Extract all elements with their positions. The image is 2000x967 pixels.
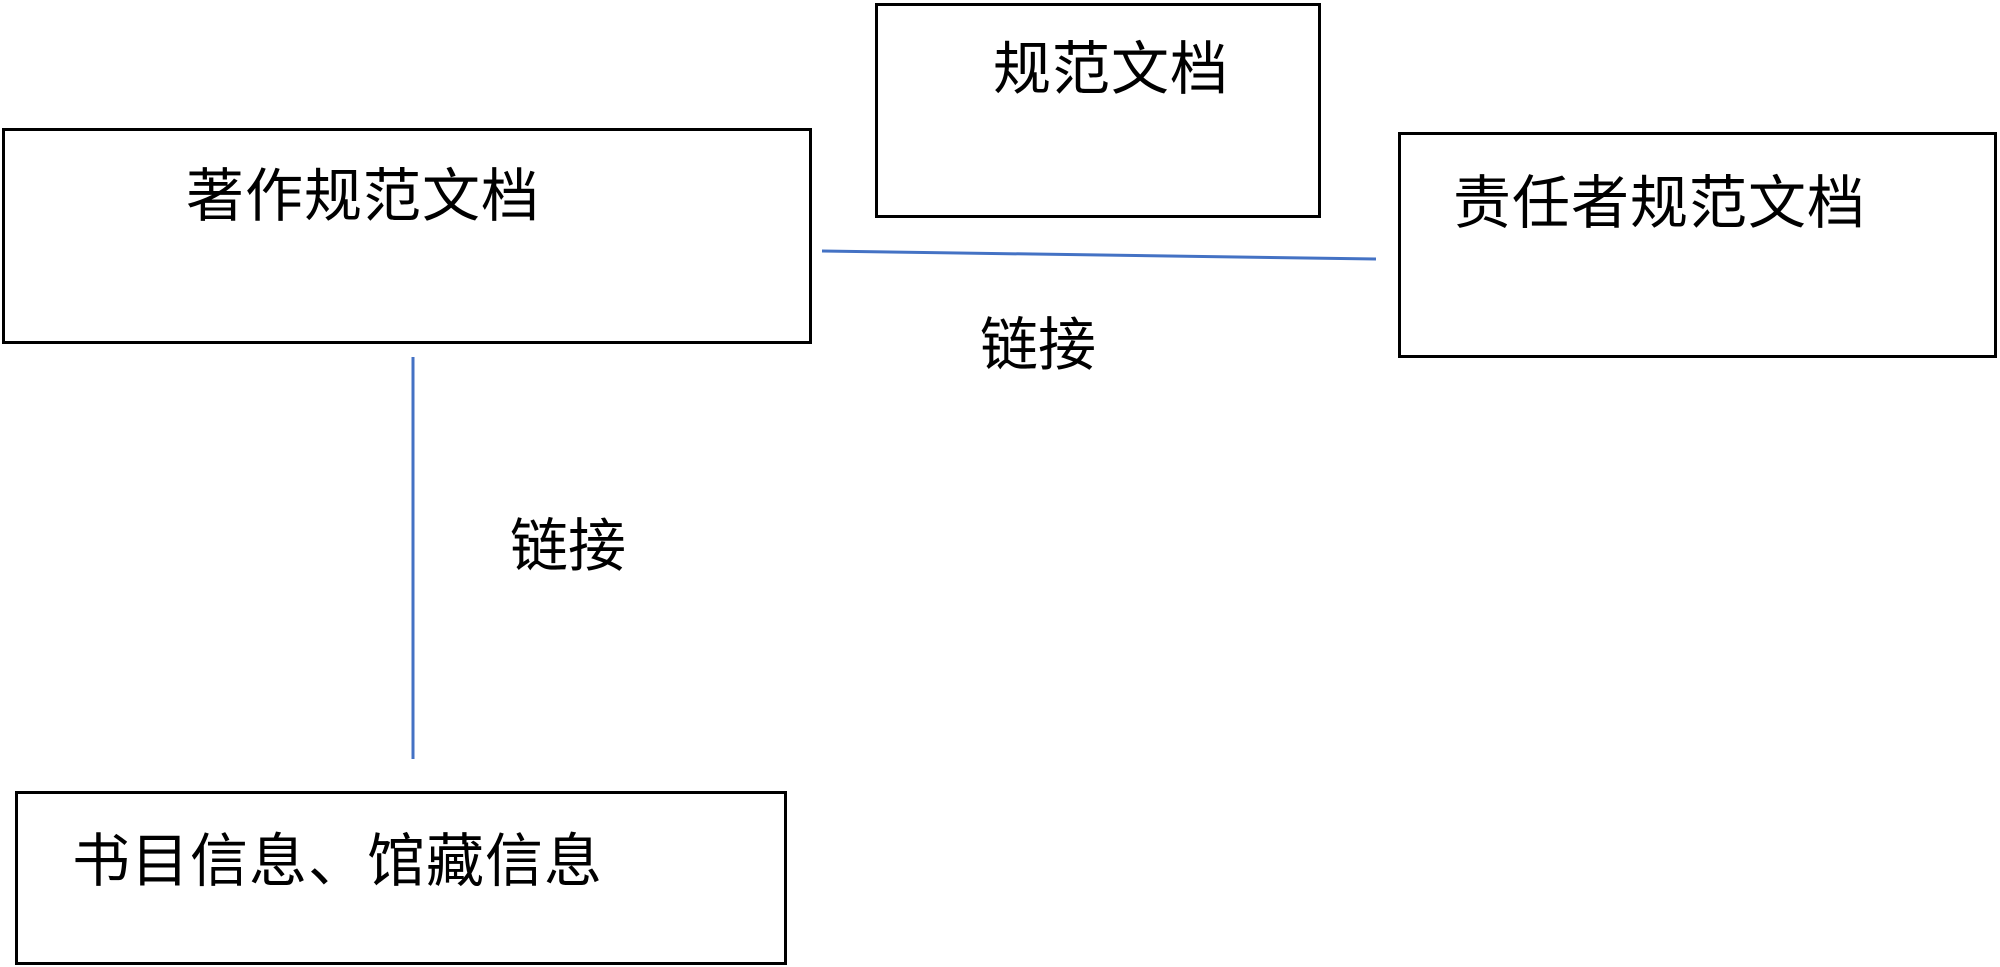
node-agent-authority-doc-label: 责任者规范文档 bbox=[1453, 169, 1867, 237]
node-bib-holdings-info-label: 书目信息、馆藏信息 bbox=[72, 827, 604, 895]
edge-label-work-to-agent: 链接 bbox=[980, 311, 1097, 379]
edge-label-work-to-bib: 链接 bbox=[510, 512, 627, 580]
node-agent-authority-doc bbox=[1398, 132, 1997, 358]
node-authority-doc-label: 规范文档 bbox=[993, 35, 1230, 103]
node-authority-doc bbox=[875, 3, 1321, 218]
connector-work-to-agent bbox=[821, 249, 1377, 261]
node-bib-holdings-info bbox=[15, 791, 787, 965]
node-work-authority-doc-label: 著作规范文档 bbox=[186, 162, 541, 230]
node-work-authority-doc bbox=[2, 128, 812, 344]
